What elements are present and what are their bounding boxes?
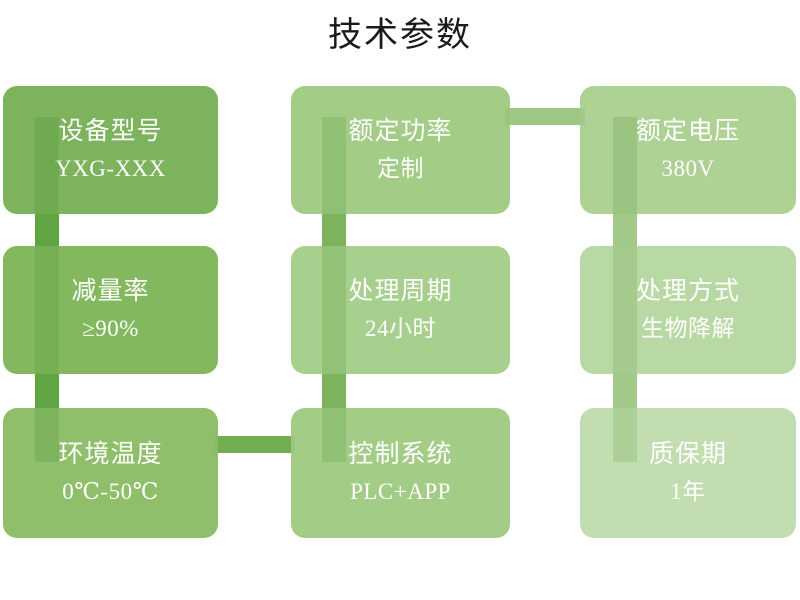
spec-card-label: 处理周期 <box>348 278 453 305</box>
spec-card-label: 额定电压 <box>635 118 740 145</box>
spec-card-rated-power[interactable]: 额定功率 定制 <box>291 86 510 214</box>
spec-card-label: 减量率 <box>71 278 150 305</box>
page-title: 技术参数 <box>328 15 472 55</box>
spec-card-label: 设备型号 <box>58 118 163 145</box>
connector-col3-overlay <box>613 117 637 462</box>
connector-col2-overlay <box>322 117 346 462</box>
spec-card-control[interactable]: 控制系统 PLC+APP <box>291 408 510 538</box>
connector-row3-overlay <box>215 436 295 453</box>
spec-card-value: 定制 <box>377 156 424 181</box>
spec-card-rated-voltage[interactable]: 额定电压 380V <box>580 86 796 214</box>
spec-card-label: 处理方式 <box>635 278 740 305</box>
spec-card-label: 质保期 <box>648 441 727 468</box>
connector-row1-overlay <box>505 108 585 125</box>
spec-card-value: ≥90% <box>82 316 139 341</box>
spec-card-temperature[interactable]: 环境温度 0℃-50℃ <box>3 408 218 538</box>
spec-card-reduction[interactable]: 减量率 ≥90% <box>3 246 218 374</box>
spec-card-value: 1年 <box>670 479 706 504</box>
spec-card-model[interactable]: 设备型号 YXG-XXX <box>3 86 218 214</box>
spec-card-label: 环境温度 <box>58 441 163 468</box>
spec-card-value: 380V <box>661 156 715 181</box>
spec-card-value: 24小时 <box>365 316 436 341</box>
spec-card-value: PLC+APP <box>350 479 451 504</box>
spec-card-cycle[interactable]: 处理周期 24小时 <box>291 246 510 374</box>
spec-card-value: 生物降解 <box>641 316 735 341</box>
spec-card-value: 0℃-50℃ <box>62 479 159 504</box>
spec-card-value: YXG-XXX <box>55 156 166 181</box>
spec-card-label: 额定功率 <box>348 118 453 145</box>
connector-row3-horizontal <box>215 436 295 453</box>
connector-col1-overlay <box>35 117 59 462</box>
connector-row1-horizontal <box>505 108 585 125</box>
spec-card-warranty[interactable]: 质保期 1年 <box>580 408 796 538</box>
spec-card-label: 控制系统 <box>348 441 453 468</box>
spec-card-method[interactable]: 处理方式 生物降解 <box>580 246 796 374</box>
